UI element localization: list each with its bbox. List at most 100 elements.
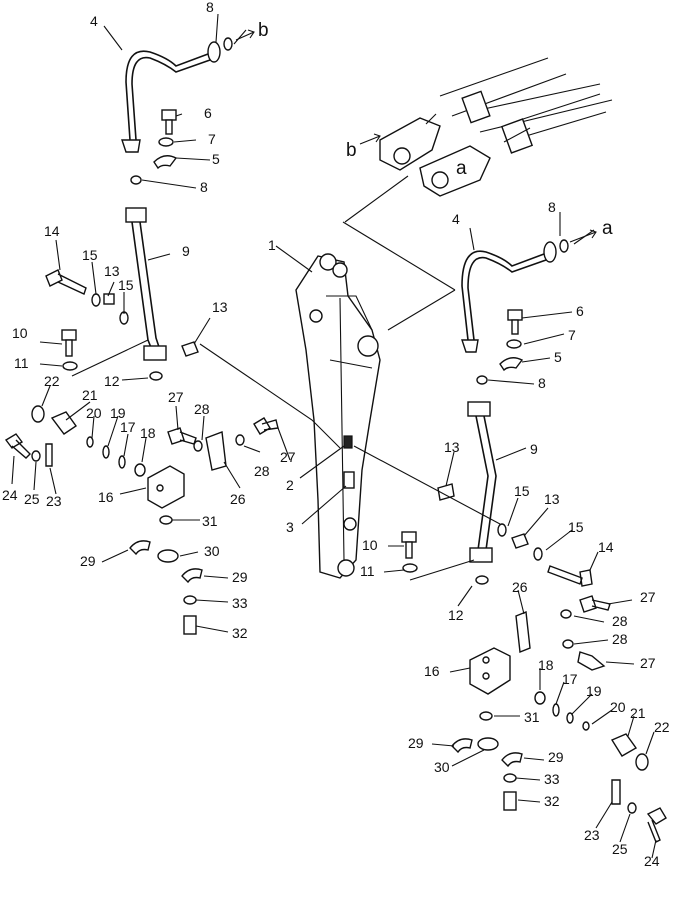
- washer: [193, 440, 203, 452]
- washer: [31, 405, 45, 423]
- label-b: b: [346, 140, 357, 161]
- label-1: 1: [268, 237, 276, 253]
- washer: [183, 595, 197, 605]
- label-15: 15: [514, 483, 530, 499]
- label-18: 18: [538, 657, 554, 673]
- seal: [86, 436, 94, 448]
- label-31: 31: [202, 513, 218, 529]
- seal: [582, 721, 590, 731]
- clip: [511, 533, 529, 549]
- clip: [437, 483, 455, 501]
- o-ring: [476, 375, 488, 385]
- label-19: 19: [110, 405, 126, 421]
- label-7: 7: [208, 131, 216, 147]
- label-28: 28: [194, 401, 210, 417]
- washer: [402, 563, 418, 573]
- label-26: 26: [230, 491, 246, 507]
- label-29: 29: [408, 735, 424, 751]
- label-30: 30: [204, 543, 220, 559]
- label-10: 10: [12, 325, 28, 341]
- label-21: 21: [630, 705, 646, 721]
- bolt: [646, 807, 667, 843]
- label-5: 5: [212, 151, 220, 167]
- seal: [118, 455, 126, 469]
- washer: [533, 547, 543, 561]
- washer: [635, 753, 649, 771]
- label-11: 11: [14, 355, 29, 371]
- leader-line: [353, 445, 501, 525]
- leader-line: [199, 343, 341, 449]
- o-ring: [223, 37, 233, 51]
- leader-line: [342, 175, 456, 331]
- label-6: 6: [204, 105, 212, 121]
- label-14: 14: [598, 539, 614, 555]
- label-23: 23: [584, 827, 600, 843]
- port: [482, 656, 490, 664]
- bolt: [503, 791, 517, 811]
- port: [156, 484, 164, 492]
- leader-line: [409, 559, 475, 581]
- seal: [534, 691, 546, 705]
- label-12: 12: [104, 373, 120, 389]
- label-32: 32: [232, 625, 248, 641]
- label-25: 25: [612, 841, 628, 857]
- clip: [103, 293, 115, 305]
- label-13: 13: [544, 491, 560, 507]
- label-32: 32: [544, 793, 560, 809]
- hose-left: [121, 41, 221, 153]
- label-4: 4: [452, 211, 460, 227]
- label-28: 28: [612, 631, 628, 647]
- bolt: [507, 309, 523, 321]
- bolt: [4, 433, 31, 459]
- arrow-b: [235, 29, 255, 41]
- label-29: 29: [232, 569, 248, 585]
- label-13: 13: [212, 299, 228, 315]
- label-13: 13: [444, 439, 460, 455]
- bolt-long: [45, 269, 87, 295]
- washer: [562, 639, 574, 649]
- spacer: [477, 737, 499, 751]
- washer: [91, 293, 101, 307]
- clamp: [451, 738, 473, 754]
- seal: [102, 445, 110, 459]
- bolt: [611, 779, 621, 805]
- o-ring: [479, 711, 493, 721]
- label-8: 8: [548, 199, 556, 215]
- label-a: a: [456, 158, 467, 179]
- label-33: 33: [544, 771, 560, 787]
- label-9: 9: [182, 243, 190, 259]
- label-7: 7: [568, 327, 576, 343]
- label-24: 24: [2, 487, 18, 503]
- seal: [566, 712, 574, 724]
- label-8: 8: [200, 179, 208, 195]
- label-14: 14: [44, 223, 60, 239]
- valve-block: [469, 647, 511, 695]
- boom: [295, 253, 381, 579]
- leader-lines: [11, 13, 657, 859]
- label-17: 17: [120, 419, 136, 435]
- washer: [503, 773, 517, 783]
- label-20: 20: [610, 699, 626, 715]
- bolt: [161, 109, 177, 121]
- label-16: 16: [424, 663, 440, 679]
- fitting: [610, 733, 638, 757]
- washer: [62, 361, 78, 371]
- label-29: 29: [548, 749, 564, 765]
- bolt: [577, 651, 606, 671]
- label-11: 11: [360, 563, 375, 579]
- washer: [506, 339, 522, 349]
- seal: [134, 463, 146, 477]
- o-ring: [559, 239, 569, 253]
- label-3: 3: [286, 519, 294, 535]
- label-31: 31: [524, 709, 540, 725]
- bracket: [515, 611, 531, 653]
- label-22: 22: [44, 373, 60, 389]
- clamp: [129, 540, 151, 556]
- label-17: 17: [562, 671, 578, 687]
- label-b: b: [258, 20, 269, 41]
- label-19: 19: [586, 683, 602, 699]
- washer: [31, 450, 41, 462]
- leader-line: [71, 339, 149, 377]
- label-5: 5: [554, 349, 562, 365]
